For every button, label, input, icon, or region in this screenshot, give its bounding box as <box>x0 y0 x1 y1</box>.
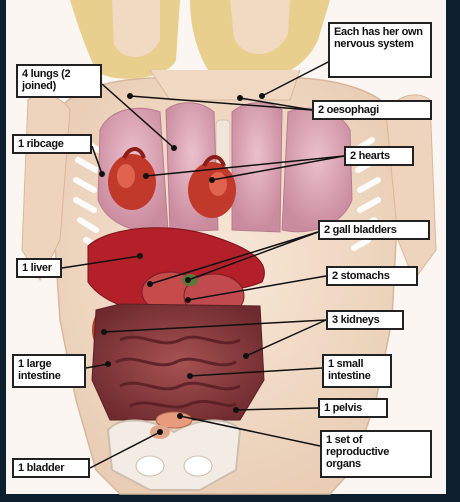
label-lungs: 4 lungs (2 joined) <box>16 64 102 98</box>
label-ribcage: 1 ribcage <box>12 134 92 154</box>
label-small-intestine: 1 small intestine <box>322 354 392 388</box>
label-large-intestine: 1 large intestine <box>12 354 86 388</box>
small-intestine <box>115 335 241 409</box>
label-oesophagi: 2 oesophagi <box>312 100 432 120</box>
label-gall-bladders: 2 gall bladders <box>318 220 430 240</box>
label-kidneys: 3 kidneys <box>326 310 404 330</box>
heart-left <box>108 147 156 210</box>
leader-lines <box>61 59 345 469</box>
label-liver: 1 liver <box>16 258 62 278</box>
label-nervous-system: Each has her own nervous system <box>328 22 432 78</box>
label-pelvis: 1 pelvis <box>318 398 388 418</box>
label-stomachs: 2 stomachs <box>326 266 418 286</box>
label-reproductive-organs: 1 set of reproductive organs <box>320 430 432 478</box>
leader-dots <box>99 93 265 435</box>
label-hearts: 2 hearts <box>344 146 414 166</box>
label-bladder: 1 bladder <box>12 458 90 478</box>
